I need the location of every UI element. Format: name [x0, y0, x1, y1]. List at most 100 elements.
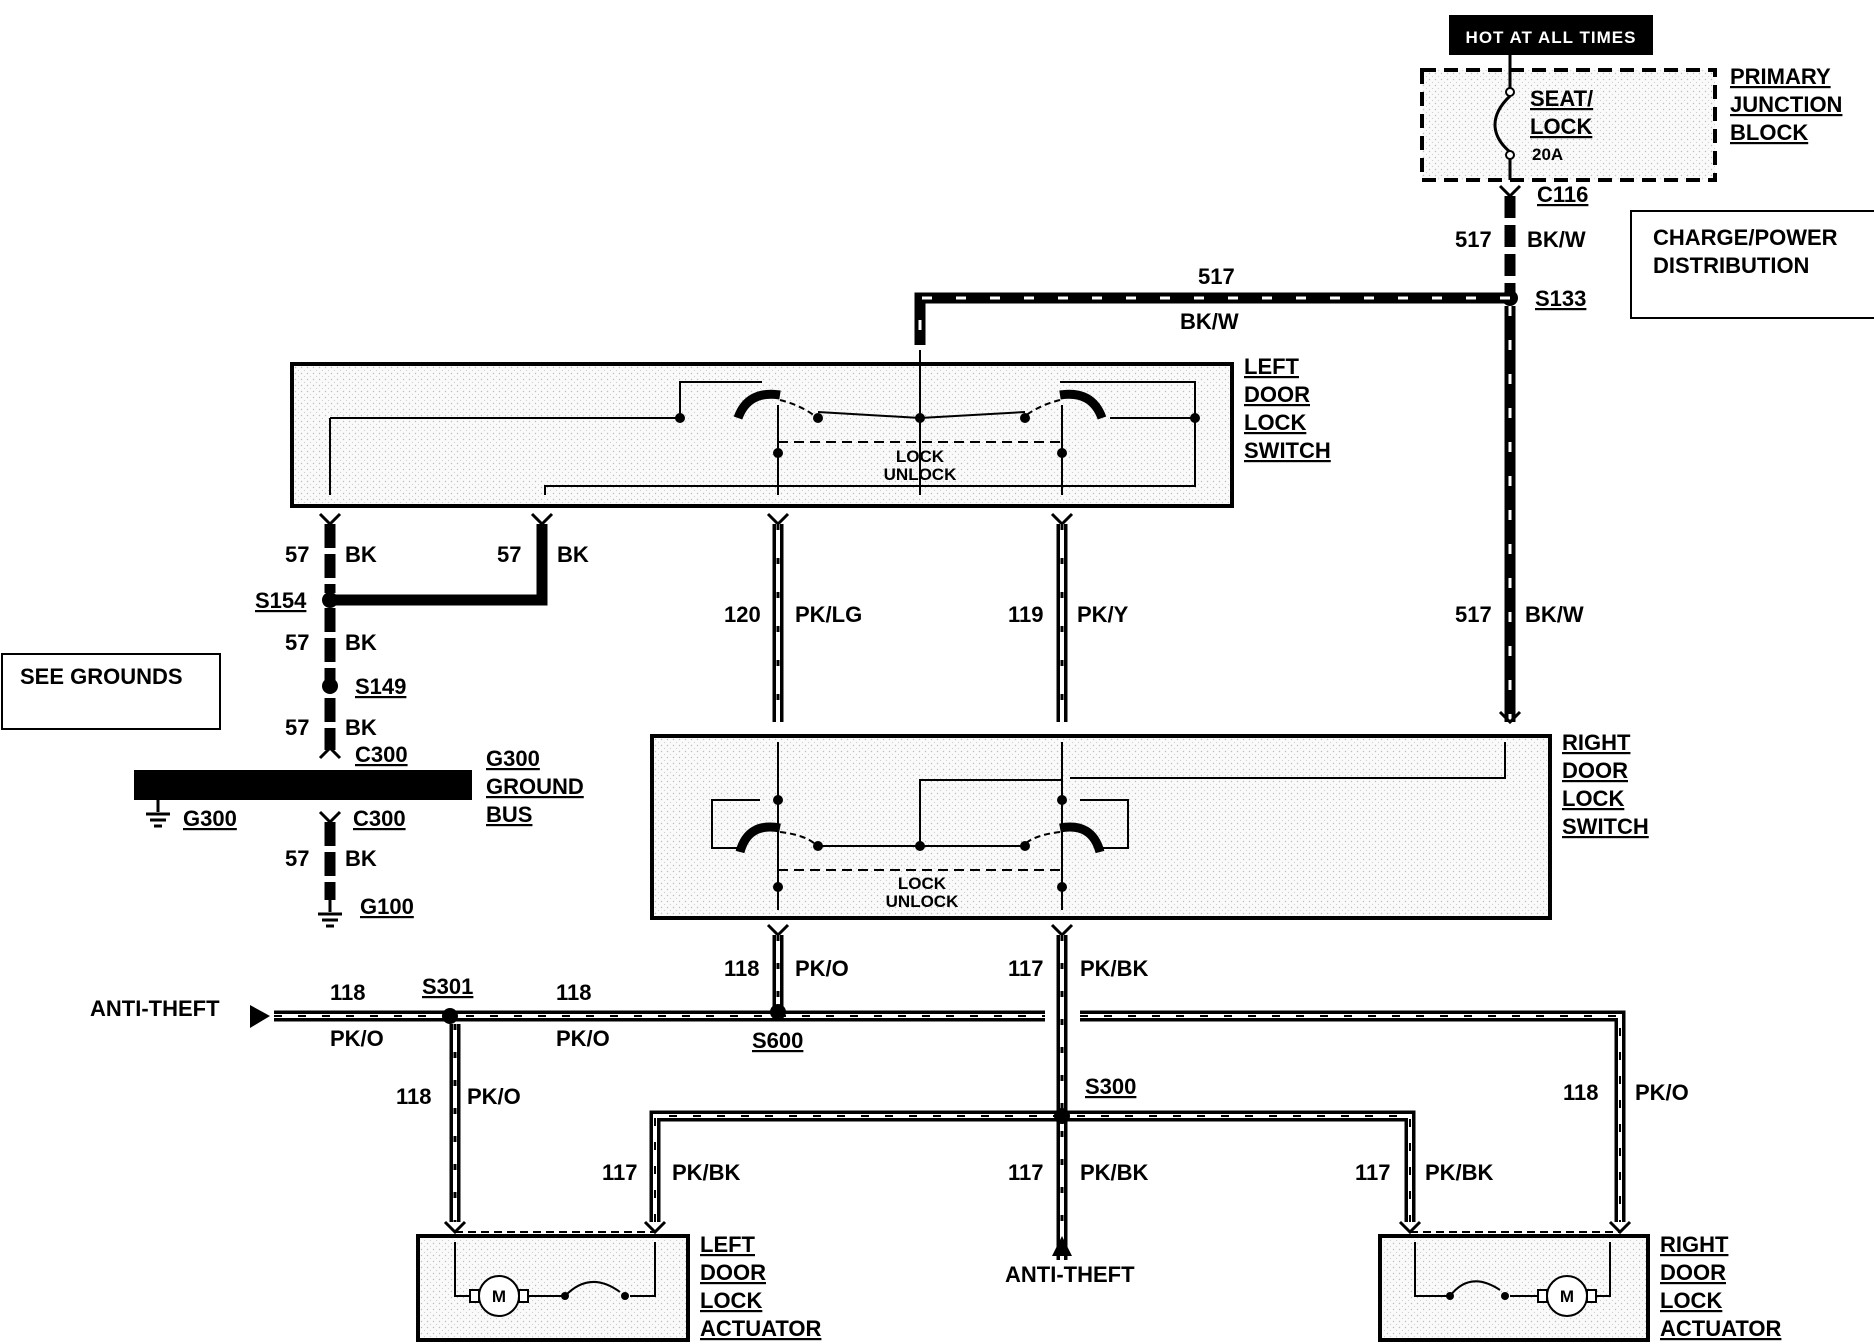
svg-text:20A: 20A	[1532, 145, 1563, 164]
svg-text:LOCK: LOCK	[896, 447, 945, 466]
svg-text:DOOR: DOOR	[700, 1260, 766, 1285]
svg-text:PRIMARY: PRIMARY	[1730, 64, 1831, 89]
s133-label: S133	[1535, 286, 1586, 311]
svg-text:SEAT/: SEAT/	[1530, 86, 1593, 111]
left-door-lock-actuator: M LEFT DOOR LOCK ACTUATOR	[416, 1220, 822, 1342]
wire-117-bus: 117 PK/BK 117 PK/BK 117 PK/BK	[602, 1110, 1494, 1222]
left-door-lock-switch: LOCK UNLOCK LEFT DOOR LOCK SWITCH	[290, 350, 1331, 508]
g100-ground-symbol: G100	[318, 894, 414, 928]
svg-text:BK: BK	[557, 542, 589, 567]
svg-text:118: 118	[396, 1084, 432, 1109]
svg-text:57: 57	[285, 542, 309, 567]
svg-text:117: 117	[1008, 1160, 1044, 1185]
c300-top-label: C300	[355, 742, 408, 767]
svg-text:117: 117	[1008, 956, 1044, 981]
c116-label: C116	[1537, 182, 1588, 207]
svg-text:G100: G100	[360, 894, 414, 919]
svg-text:57: 57	[285, 715, 309, 740]
svg-text:DOOR: DOOR	[1562, 758, 1628, 783]
svg-text:SWITCH: SWITCH	[1562, 814, 1649, 839]
svg-text:BLOCK: BLOCK	[1730, 120, 1808, 145]
wire-118-pko-switch: 118 PK/O	[724, 923, 849, 1012]
anti-theft-output: ANTI-THEFT	[1005, 1236, 1135, 1287]
svg-text:LOCK: LOCK	[1530, 114, 1592, 139]
svg-text:LOCK: LOCK	[700, 1288, 762, 1313]
svg-text:BK: BK	[345, 630, 377, 655]
svg-text:BK/W: BK/W	[1180, 309, 1239, 334]
svg-text:PK/LG: PK/LG	[795, 602, 862, 627]
s154-label: S154	[255, 588, 307, 613]
svg-text:UNLOCK: UNLOCK	[884, 465, 957, 484]
svg-text:HOT AT ALL TIMES: HOT AT ALL TIMES	[1466, 28, 1637, 47]
s149-splice	[322, 678, 338, 694]
wire-57-right: 57 BK	[330, 512, 589, 606]
svg-text:BK/W: BK/W	[1525, 602, 1584, 627]
svg-text:LOCK: LOCK	[1660, 1288, 1722, 1313]
svg-text:BK: BK	[345, 846, 377, 871]
s154-splice	[322, 592, 338, 608]
svg-text:LOCK: LOCK	[1244, 410, 1306, 435]
svg-text:PK/Y: PK/Y	[1077, 602, 1129, 627]
svg-text:GROUND: GROUND	[486, 774, 584, 799]
svg-text:DISTRIBUTION: DISTRIBUTION	[1653, 253, 1809, 278]
wire-120-pklg: 120 PK/LG	[724, 512, 862, 722]
svg-text:ANTI-THEFT: ANTI-THEFT	[90, 996, 220, 1021]
svg-text:119: 119	[1008, 602, 1044, 627]
svg-text:PK/O: PK/O	[556, 1026, 610, 1051]
svg-text:DOOR: DOOR	[1244, 382, 1310, 407]
svg-text:120: 120	[724, 602, 761, 627]
s300-label: S300	[1085, 1074, 1136, 1099]
svg-text:LEFT: LEFT	[700, 1232, 756, 1257]
hot-at-all-times-banner: HOT AT ALL TIMES	[1449, 15, 1653, 55]
see-grounds-box: SEE GROUNDS	[1, 653, 221, 730]
svg-text:ANTI-THEFT: ANTI-THEFT	[1005, 1262, 1135, 1287]
svg-text:118: 118	[724, 956, 760, 981]
svg-text:PK/BK: PK/BK	[672, 1160, 741, 1185]
wire-117-pkbk-switch: 117 PK/BK	[1008, 923, 1149, 1260]
svg-text:M: M	[1560, 1287, 1574, 1306]
svg-text:G300: G300	[486, 746, 540, 771]
svg-text:ACTUATOR: ACTUATOR	[1660, 1316, 1782, 1341]
svg-text:RIGHT: RIGHT	[1562, 730, 1631, 755]
wire-517-lower: 517 BK/W	[1455, 306, 1584, 722]
svg-text:118: 118	[330, 980, 366, 1005]
g300-ground-symbol: G300	[146, 800, 237, 831]
primary-junction-block: PRIMARY JUNCTION BLOCK	[1420, 64, 1842, 182]
anti-theft-input: ANTI-THEFT	[90, 996, 270, 1028]
right-door-lock-actuator: M RIGHT DOOR LOCK ACTUATOR	[1378, 1220, 1782, 1342]
svg-text:DOOR: DOOR	[1660, 1260, 1726, 1285]
svg-text:RIGHT: RIGHT	[1660, 1232, 1729, 1257]
svg-text:118: 118	[1563, 1080, 1599, 1105]
svg-text:G300: G300	[183, 806, 237, 831]
svg-text:57: 57	[497, 542, 521, 567]
svg-text:UNLOCK: UNLOCK	[886, 892, 959, 911]
wire-517-upper: 517 BK/W	[1455, 196, 1586, 298]
svg-text:PK/BK: PK/BK	[1080, 1160, 1149, 1185]
wire-517-horizontal: 517 BK/W	[914, 264, 1510, 345]
right-door-lock-switch: LOCK UNLOCK RIGHT DOOR LOCK SWITCH	[650, 730, 1649, 920]
svg-text:LOCK: LOCK	[1562, 786, 1624, 811]
s300-splice	[1054, 1108, 1070, 1124]
svg-text:117: 117	[1355, 1160, 1391, 1185]
c116-connector-symbol	[1498, 184, 1522, 199]
svg-text:PK/O: PK/O	[1635, 1080, 1689, 1105]
svg-text:CHARGE/POWER: CHARGE/POWER	[1653, 225, 1838, 250]
svg-text:JUNCTION: JUNCTION	[1730, 92, 1842, 117]
svg-text:LEFT: LEFT	[1244, 354, 1300, 379]
svg-text:BK: BK	[345, 715, 377, 740]
svg-text:517: 517	[1198, 264, 1235, 289]
svg-text:BUS: BUS	[486, 802, 532, 827]
svg-text:117: 117	[602, 1160, 638, 1185]
svg-text:SWITCH: SWITCH	[1244, 438, 1331, 463]
svg-text:BK/W: BK/W	[1527, 227, 1586, 252]
c300-bottom-label: C300	[353, 806, 406, 831]
svg-text:57: 57	[285, 846, 309, 871]
wire-57-left: 57 BK	[285, 512, 377, 593]
svg-text:PK/BK: PK/BK	[1080, 956, 1149, 981]
svg-text:SEE GROUNDS: SEE GROUNDS	[20, 664, 183, 689]
svg-text:118: 118	[556, 980, 592, 1005]
s301-splice	[442, 1008, 458, 1024]
wire-118-left-actuator: 118 PK/O	[396, 1024, 521, 1222]
svg-text:57: 57	[285, 630, 309, 655]
